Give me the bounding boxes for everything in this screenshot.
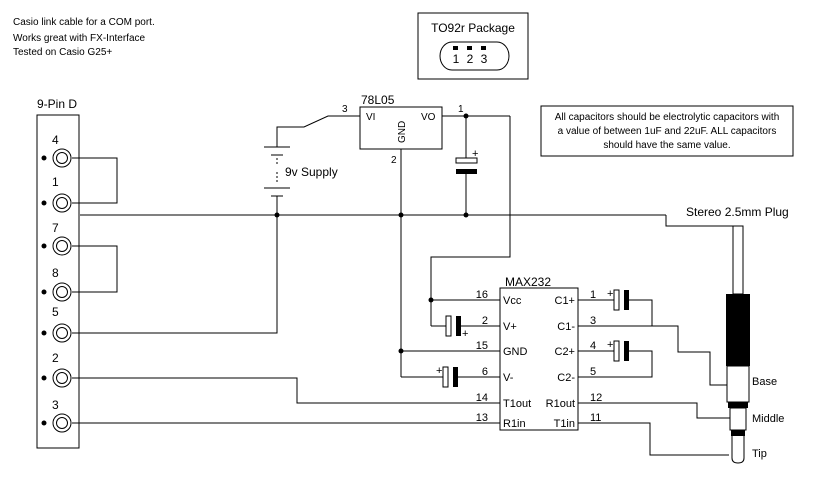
package-title: TO92r Package bbox=[431, 21, 515, 35]
dsub-pin: 2 bbox=[41, 351, 72, 388]
dsub-pin: 4 bbox=[41, 133, 72, 168]
note-line-3: Tested on Casio G25+ bbox=[13, 47, 112, 58]
max232-left-pin-number: 15 bbox=[476, 340, 488, 352]
capacitor-note-line-2: a value of between 1uF and 22uF. ALL cap… bbox=[558, 126, 777, 137]
max232-right-pin-number: 11 bbox=[590, 412, 601, 424]
max232-right-pin-number: 4 bbox=[590, 340, 596, 352]
dsub-pin-number: 2 bbox=[52, 351, 59, 365]
max232-left-pin-number: 14 bbox=[476, 392, 488, 404]
dsub-pin: 3 bbox=[41, 398, 72, 433]
regulator-vi: VI bbox=[366, 112, 375, 123]
max232-right-pin-label: C1+ bbox=[555, 295, 576, 307]
dsub-pin-number: 5 bbox=[52, 305, 59, 319]
plug-base-label: Base bbox=[752, 376, 777, 388]
regulator-vo: VO bbox=[421, 112, 436, 123]
vplus-cap-plus: + bbox=[462, 328, 468, 340]
supply-label: 9v Supply bbox=[285, 165, 338, 179]
dsub-pin-number: 8 bbox=[52, 266, 59, 280]
regulator-output-wiring: + bbox=[430, 113, 511, 300]
regulator-name: 78L05 bbox=[361, 93, 395, 107]
regulator-pin-3: 3 bbox=[342, 104, 348, 115]
max232-right-wiring: + + bbox=[578, 288, 730, 456]
regulator-78l05: 78L05 VI VO GND 3 1 2 bbox=[342, 93, 464, 166]
dsub-pin: 1 bbox=[41, 175, 72, 213]
max232-left-pin-number: 6 bbox=[482, 366, 488, 378]
max232-left-pin-label: T1out bbox=[503, 398, 531, 410]
max232-left-wiring: + + bbox=[398, 297, 500, 388]
max232-right-pin-label: C2+ bbox=[555, 346, 576, 358]
plug-middle-label: Middle bbox=[752, 413, 784, 425]
max232-right-pin-number: 3 bbox=[590, 315, 596, 327]
max232-right-pin-number: 12 bbox=[590, 392, 602, 404]
regulator-gnd: GND bbox=[397, 121, 408, 143]
vo-cap-plus: + bbox=[472, 148, 478, 160]
package-pin-1: 1 bbox=[453, 52, 460, 66]
max232-name: MAX232 bbox=[505, 275, 551, 289]
supply-battery: 9v Supply bbox=[264, 115, 360, 215]
note-line-2: Works great with FX-Interface bbox=[13, 33, 146, 44]
dsub-pin-number: 7 bbox=[52, 221, 59, 235]
c2-cap-plus: + bbox=[607, 339, 613, 351]
notes: Casio link cable for a COM port. Works g… bbox=[13, 17, 155, 58]
capacitor-note: All capacitors should be electrolytic ca… bbox=[540, 105, 794, 157]
dsub-pins: 4 1 7 8 5 2 3 bbox=[41, 133, 72, 433]
plug-title: Stereo 2.5mm Plug bbox=[686, 205, 789, 219]
max232-right-pin-label: T1in bbox=[554, 418, 575, 430]
max232-left-pin-label: R1in bbox=[503, 418, 526, 430]
dsub-pin-number: 1 bbox=[52, 175, 59, 189]
to92-package: TO92r Package 1 2 3 bbox=[417, 12, 529, 80]
note-line-1: Casio link cable for a COM port. bbox=[13, 17, 155, 28]
max232-right-pin-label: R1out bbox=[546, 398, 575, 410]
connector-title: 9-Pin D bbox=[37, 97, 77, 111]
c1-cap-plus: + bbox=[607, 288, 613, 300]
package-pin-3: 3 bbox=[481, 52, 488, 66]
max232-right-pin-label: C1- bbox=[557, 321, 575, 333]
dsub-pin-number: 3 bbox=[52, 398, 59, 412]
max232-left-pin-label: GND bbox=[503, 346, 528, 358]
plug-tip-label: Tip bbox=[752, 448, 767, 460]
capacitor-note-line-3: should have the same value. bbox=[603, 140, 730, 151]
max232-left-pin-label: V- bbox=[503, 372, 514, 384]
connector-wiring bbox=[72, 157, 500, 424]
max232-left-pin-number: 13 bbox=[476, 412, 488, 424]
package-pin-2: 2 bbox=[467, 52, 474, 66]
max232-left-pin-label: V+ bbox=[503, 321, 517, 333]
regulator-pin-1: 1 bbox=[458, 104, 464, 115]
max232-left-pin-number: 16 bbox=[476, 289, 488, 301]
max232-right-pin-number: 5 bbox=[590, 366, 596, 378]
max232-right-pin-number: 1 bbox=[590, 289, 596, 301]
dsub-pin-number: 4 bbox=[52, 133, 59, 147]
dsub-9-connector: 9-Pin D bbox=[36, 97, 80, 449]
dsub-pin: 7 bbox=[41, 221, 72, 256]
dsub-pin: 8 bbox=[41, 266, 72, 302]
vminus-cap-plus: + bbox=[436, 365, 442, 377]
max232-left-pin-number: 2 bbox=[482, 315, 488, 327]
capacitor-note-line-1: All capacitors should be electrolytic ca… bbox=[555, 112, 780, 123]
max232-right-pin-label: C2- bbox=[557, 372, 575, 384]
dsub-pin: 5 bbox=[41, 305, 72, 343]
max232-chip: MAX232 bbox=[499, 275, 579, 431]
max232-left-pin-label: Vcc bbox=[503, 295, 522, 307]
stereo-plug: Stereo 2.5mm Plug Base Middle Tip bbox=[686, 205, 789, 464]
regulator-pin-2: 2 bbox=[391, 155, 397, 166]
ground-bus bbox=[80, 149, 733, 377]
